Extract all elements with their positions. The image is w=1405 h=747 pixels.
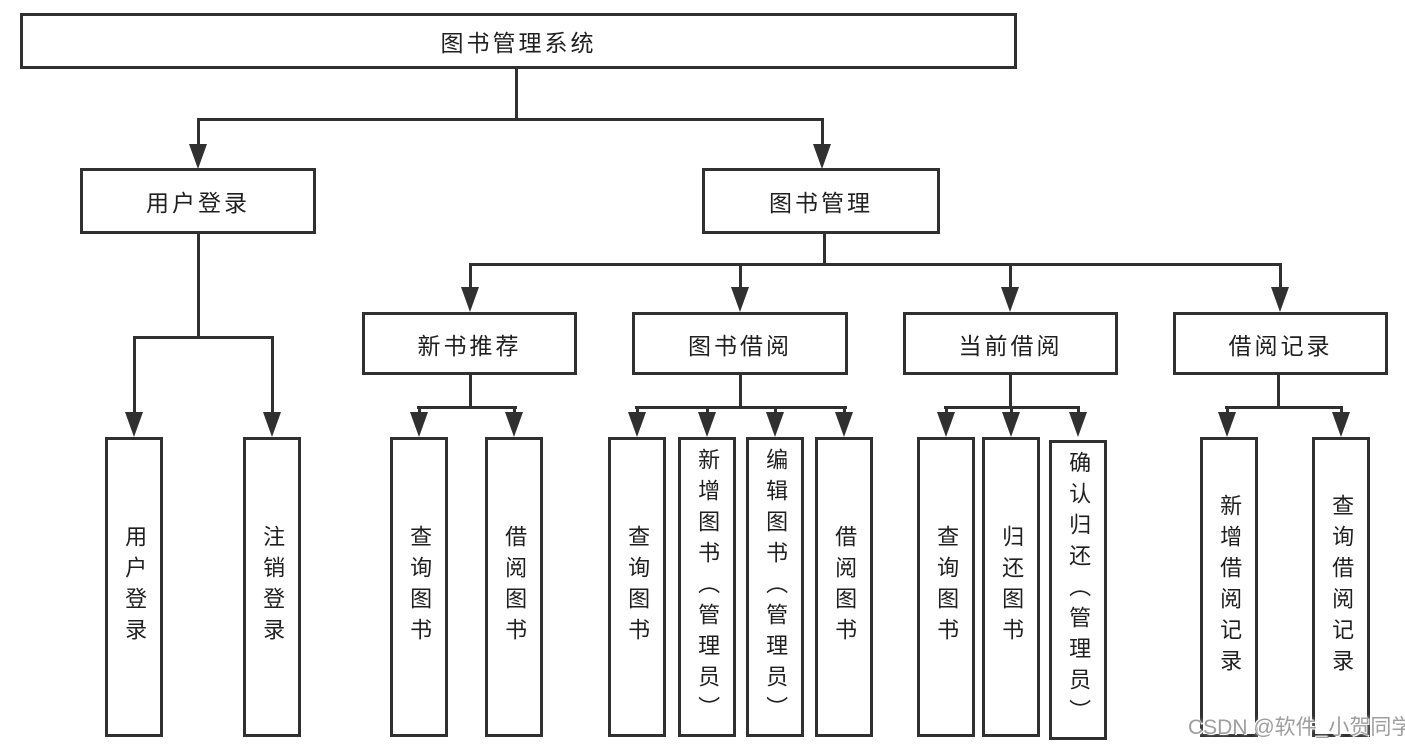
connector-leaf-stem (513, 406, 516, 414)
arrow-down-icon (766, 412, 784, 437)
leaf-bb-add-books-admin: 新增图书（管理员） (678, 437, 736, 737)
leaf-cb-return-books-label: 归还图书 (999, 525, 1025, 649)
leaf-bb-edit-books-admin: 编辑图书（管理员） (746, 437, 804, 737)
connector-leaf-stem (945, 406, 948, 414)
connector-borrow-records-stem (1279, 263, 1282, 288)
arrow-down-icon (937, 412, 955, 437)
connector-new-book-down (469, 375, 472, 409)
connector-book-borrow-down (739, 375, 742, 409)
leaf-br-add-record-label: 新增借阅记录 (1217, 494, 1243, 680)
node-new-book-rec-label: 新书推荐 (417, 332, 522, 359)
node-borrow-records-label: 借阅记录 (1228, 332, 1333, 359)
connector-user-login-rail (133, 336, 274, 339)
connector-user-login-stem (197, 118, 200, 145)
leaf-br-add-record: 新增借阅记录 (1200, 437, 1258, 737)
connector-book-mgmt-stem (821, 118, 824, 145)
leaf-bb-query-books-label: 查询图书 (625, 525, 651, 649)
connector-leaf-stem (636, 406, 639, 414)
connector-leaf-stem (1010, 406, 1013, 414)
node-new-book-rec: 新书推荐 (362, 312, 577, 375)
connector-leaf-stem (706, 406, 709, 414)
connector-borrow-records-down (1277, 375, 1280, 409)
arrow-down-icon (505, 412, 523, 437)
connector-leaf-stem (1226, 406, 1229, 414)
arrow-down-icon (813, 144, 831, 169)
arrow-down-icon (461, 287, 479, 312)
connector-new-book-rail (417, 406, 517, 409)
arrow-down-icon (1001, 287, 1019, 312)
leaf-bb-edit-books-admin-label: 编辑图书（管理员） (763, 447, 789, 727)
arrow-down-icon (698, 412, 716, 437)
arrow-down-icon (410, 412, 428, 437)
node-root: 图书管理系统 (20, 13, 1017, 69)
arrow-down-icon (1332, 412, 1350, 437)
leaf-cb-query-books-label: 查询图书 (934, 525, 960, 649)
connector-leaf-stem (1340, 406, 1343, 414)
node-book-mgmt-label: 图书管理 (769, 190, 873, 216)
leaf-cb-confirm-return-admin-label: 确认归还（管理员） (1066, 450, 1092, 730)
node-current-borrow: 当前借阅 (903, 312, 1118, 375)
connector-user-login-down (197, 234, 200, 339)
leaf-nb-query-books: 查询图书 (390, 437, 448, 737)
connector-leaf-stem (774, 406, 777, 414)
connector-root-stem (515, 68, 518, 120)
leaf-nb-borrow-books-label: 借阅图书 (502, 525, 528, 649)
node-book-borrow-label: 图书借阅 (688, 332, 792, 359)
arrow-down-icon (1218, 412, 1236, 437)
connector-book-mgmt-down (823, 234, 826, 266)
connector-new-book-stem (469, 263, 472, 288)
arrow-down-icon (125, 412, 143, 437)
leaf-br-query-record-label: 查询借阅记录 (1329, 494, 1355, 680)
node-user-login: 用户登录 (80, 168, 316, 234)
connector-leaf-stem (843, 406, 846, 414)
connector-current-borrow-stem (1009, 263, 1012, 288)
watermark-text: CSDN @软件_小贺同学 (1188, 716, 1405, 739)
leaf-bb-add-books-admin-label: 新增图书（管理员） (695, 447, 721, 727)
connector-level3-rail (469, 263, 1282, 266)
arrow-down-icon (628, 412, 646, 437)
leaf-br-query-record: 查询借阅记录 (1312, 437, 1370, 737)
connector-current-borrow-down (1009, 375, 1012, 409)
leaf-logout: 注销登录 (243, 437, 301, 737)
connector-leaf-stem (1077, 406, 1080, 414)
leaf-user-login: 用户登录 (105, 437, 163, 737)
connector-level2-rail (197, 118, 824, 121)
arrow-down-icon (263, 412, 281, 437)
node-user-login-label: 用户登录 (146, 190, 250, 216)
leaf-cb-confirm-return-admin: 确认归还（管理员） (1049, 440, 1107, 740)
node-borrow-records: 借阅记录 (1173, 312, 1388, 375)
node-root-label: 图书管理系统 (440, 30, 597, 56)
node-book-mgmt: 图书管理 (702, 168, 940, 234)
connector-book-borrow-stem (739, 263, 742, 288)
connector-leaf-stem (133, 336, 136, 413)
arrow-down-icon (1002, 412, 1020, 437)
node-current-borrow-label: 当前借阅 (958, 332, 1063, 359)
arrow-down-icon (731, 287, 749, 312)
arrow-down-icon (835, 412, 853, 437)
leaf-nb-borrow-books: 借阅图书 (485, 437, 543, 737)
arrow-down-icon (189, 144, 207, 169)
leaf-logout-label: 注销登录 (260, 525, 286, 649)
leaf-cb-return-books: 归还图书 (982, 437, 1040, 737)
leaf-bb-query-books: 查询图书 (608, 437, 666, 737)
arrow-down-icon (1271, 287, 1289, 312)
leaf-cb-query-books: 查询图书 (917, 437, 975, 737)
leaf-nb-query-books-label: 查询图书 (407, 525, 433, 649)
connector-leaf-stem (418, 406, 421, 414)
leaf-bb-borrow-books: 借阅图书 (815, 437, 873, 737)
arrow-down-icon (1069, 412, 1087, 437)
connector-book-borrow-rail (635, 406, 847, 409)
leaf-bb-borrow-books-label: 借阅图书 (832, 525, 858, 649)
connector-leaf-stem (271, 336, 274, 413)
connector-borrow-records-rail (1225, 406, 1343, 409)
leaf-user-login-label: 用户登录 (122, 525, 148, 649)
node-book-borrow: 图书借阅 (632, 312, 848, 375)
